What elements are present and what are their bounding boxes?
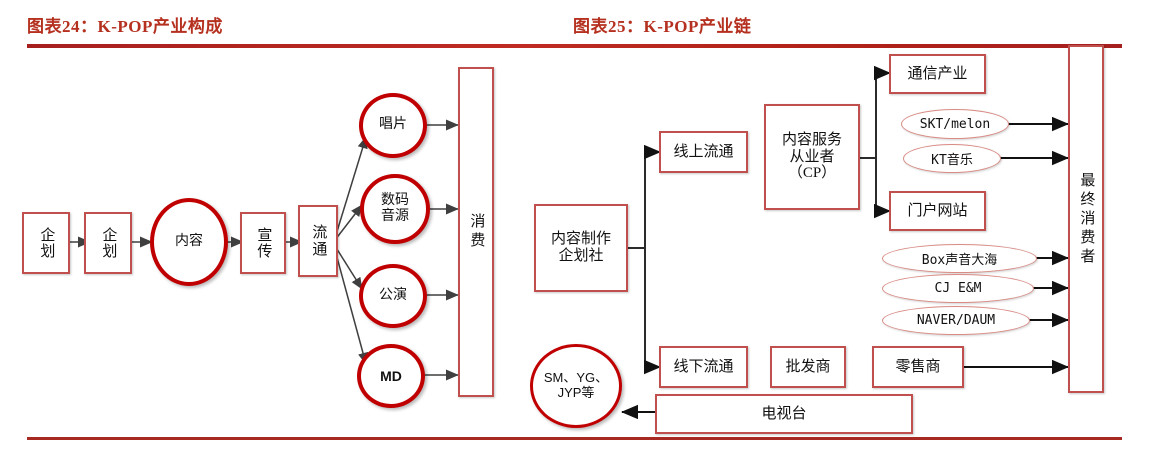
- figure-24-title: 图表24：K-POP产业构成: [27, 17, 223, 36]
- node-content-producer[interactable]: 内容制作企划社: [534, 204, 628, 292]
- node-final-consumer-label: 最终消费者: [1078, 171, 1095, 267]
- node-agency-circle[interactable]: SM、YG、JYP等: [530, 344, 622, 428]
- node-md-label: MD: [380, 367, 402, 384]
- node-naver-daum-label: NAVER/DAUM: [916, 313, 996, 328]
- node-content-label: 内容: [175, 233, 203, 249]
- node-promotion-label: 宣传: [255, 227, 272, 259]
- node-agency-label: SM、YG、JYP等: [543, 370, 609, 400]
- node-telecom-industry-label: 通信产业: [907, 65, 968, 82]
- top-divider-rule: [27, 44, 1122, 48]
- node-retailer[interactable]: 零售商: [872, 346, 964, 388]
- node-concert[interactable]: 公演: [359, 264, 427, 328]
- node-promotion[interactable]: 宣传: [240, 212, 286, 274]
- node-digital-music[interactable]: 数码音源: [360, 174, 430, 244]
- node-plan-1[interactable]: 企划: [22, 212, 70, 274]
- node-final-consumer[interactable]: 最终消费者: [1068, 45, 1104, 393]
- node-distribution[interactable]: 流通: [298, 205, 338, 277]
- node-plan-2-label: 企划: [100, 227, 117, 259]
- node-portal-site[interactable]: 门户网站: [889, 191, 986, 231]
- figure-25-title: 图表25：K-POP产业链: [573, 17, 752, 36]
- node-content-producer-label: 内容制作企划社: [550, 231, 611, 264]
- node-plan-2[interactable]: 企划: [84, 212, 132, 274]
- node-tv-station-label: 电视台: [761, 405, 807, 422]
- node-content-provider[interactable]: 内容服务从业者（CP）: [764, 104, 860, 210]
- node-kt-music[interactable]: KT音乐: [903, 144, 1001, 173]
- node-retailer-label: 零售商: [895, 358, 941, 375]
- node-portal-site-label: 门户网站: [907, 202, 968, 219]
- node-box-voice-sea-label: Box声音大海: [921, 253, 998, 268]
- node-telecom-industry[interactable]: 通信产业: [889, 54, 986, 94]
- node-record[interactable]: 唱片: [359, 93, 427, 158]
- node-naver-daum[interactable]: NAVER/DAUM: [882, 306, 1030, 335]
- node-consumption[interactable]: 消费: [458, 67, 494, 397]
- node-skt-melon-label: SKT/melon: [919, 116, 991, 132]
- node-online-distribution-label: 线上流通: [673, 143, 734, 160]
- node-wholesaler-label: 批发商: [785, 358, 831, 375]
- node-content-circle[interactable]: 内容: [150, 198, 228, 286]
- node-consumption-label: 消费: [468, 213, 485, 251]
- node-box-voice-sea[interactable]: Box声音大海: [882, 244, 1037, 273]
- node-cj-enm-label: CJ E&M: [934, 281, 982, 296]
- node-wholesaler[interactable]: 批发商: [770, 346, 846, 388]
- node-kt-music-label: KT音乐: [931, 153, 973, 168]
- node-record-label: 唱片: [379, 117, 407, 133]
- node-skt-melon[interactable]: SKT/melon: [901, 109, 1009, 139]
- bottom-divider-rule: [27, 437, 1122, 440]
- node-plan-1-label: 企划: [38, 227, 55, 259]
- node-concert-label: 公演: [379, 287, 407, 303]
- node-content-provider-label: 内容服务从业者（CP）: [781, 131, 842, 182]
- node-cj-enm[interactable]: CJ E&M: [882, 274, 1034, 303]
- node-digital-music-label: 数码音源: [381, 192, 409, 224]
- node-offline-distribution[interactable]: 线下流通: [659, 346, 748, 388]
- node-md[interactable]: MD: [357, 344, 425, 408]
- node-online-distribution[interactable]: 线上流通: [659, 131, 748, 173]
- node-tv-station[interactable]: 电视台: [655, 394, 913, 434]
- node-offline-distribution-label: 线下流通: [673, 358, 734, 375]
- node-distribution-label: 流通: [310, 224, 327, 258]
